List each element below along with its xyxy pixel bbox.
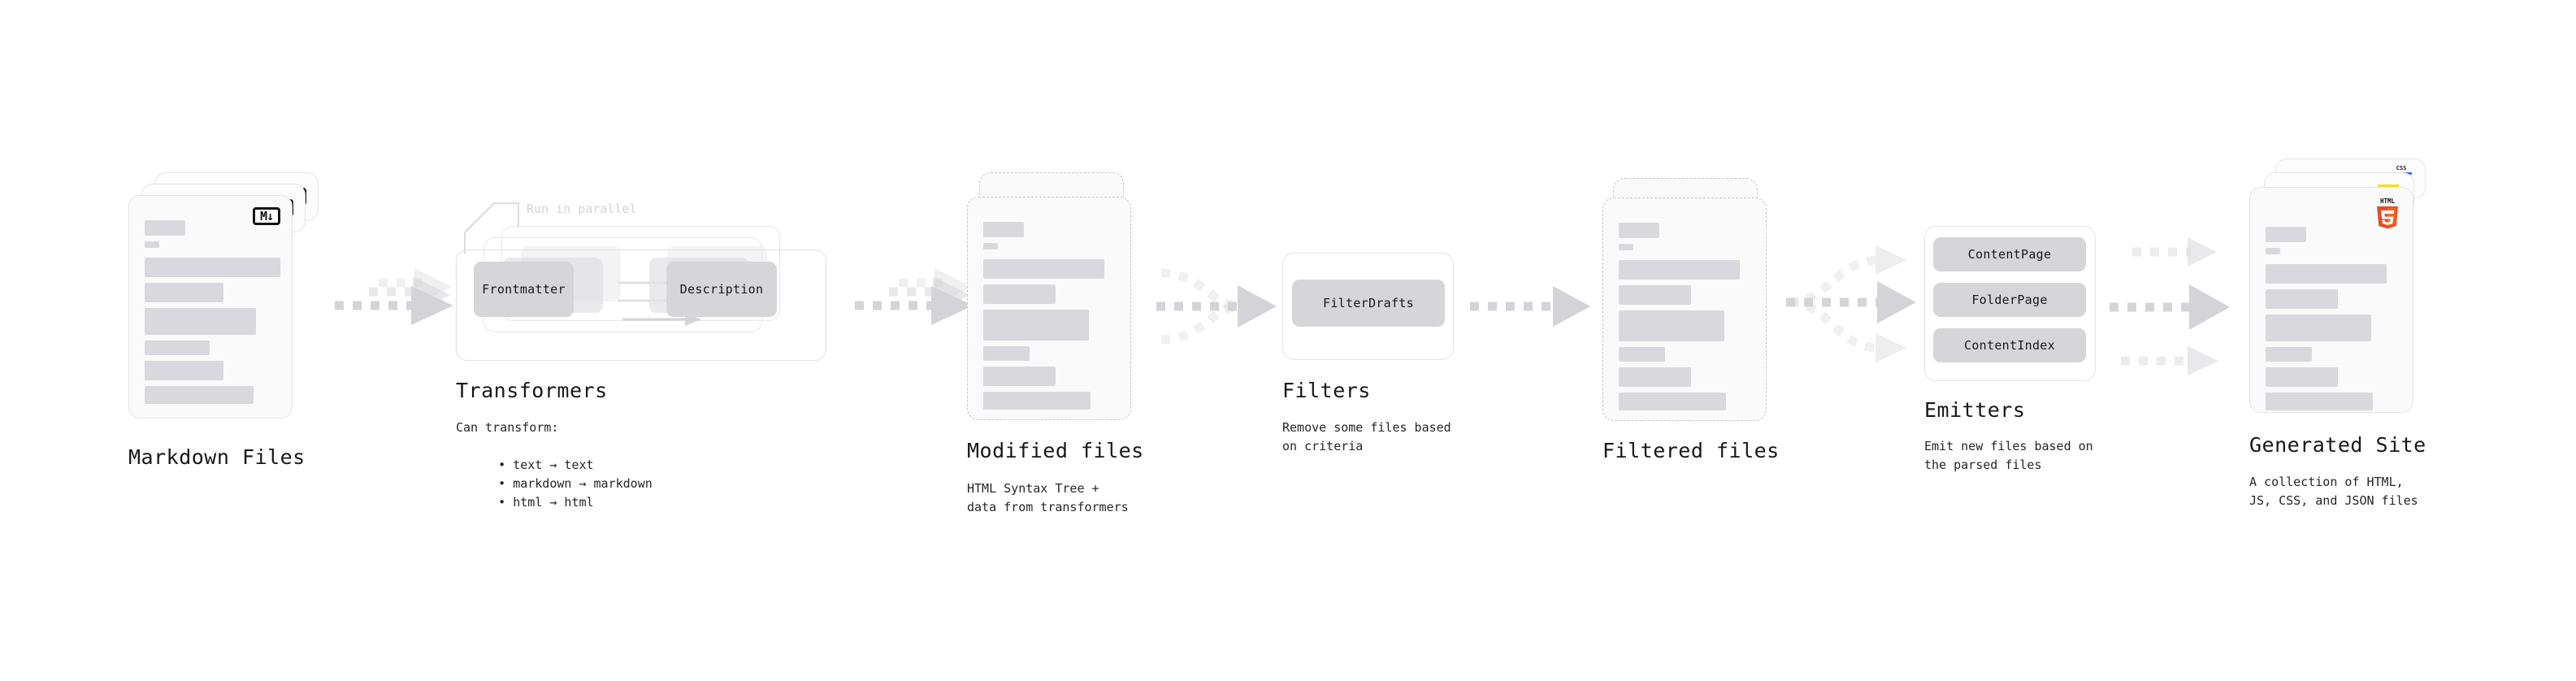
emitters-chip-contentindex[interactable]: ContentIndex <box>1933 328 2086 362</box>
connector-emitters-to-site <box>2110 237 2230 375</box>
markdown-placeholder-lines <box>145 220 280 410</box>
filters-chip-filterdrafts[interactable]: FilterDrafts <box>1292 280 1445 327</box>
modified-files-heading: Modified files <box>967 439 1144 462</box>
filtered-files-heading: Filtered files <box>1602 439 1780 462</box>
connector-filtered-to-emitters <box>1786 245 1916 362</box>
connector-modified-to-filters <box>1156 268 1277 345</box>
modified-files-description: HTML Syntax Tree + data from transformer… <box>967 481 1129 514</box>
site-placeholder-lines <box>2266 227 2401 416</box>
transformers-bullet-0: • text → text <box>498 458 594 472</box>
transformers-bullet-2: • html → html <box>498 495 594 510</box>
emitters-chip-contentpage[interactable]: ContentPage <box>1933 237 2086 271</box>
emitters-description: Emit new files based on the parsed files <box>1924 439 2093 472</box>
transformers-bullet-1: • markdown → markdown <box>498 476 653 491</box>
connector-filters-to-filtered <box>1470 286 1590 327</box>
css-icon-label: CSS <box>2396 165 2407 171</box>
transformers-bullet-2-label: html → html <box>513 495 594 510</box>
transformers-bullet-1-label: markdown → markdown <box>513 476 653 491</box>
run-in-parallel-label: Run in parallel <box>527 202 637 216</box>
generated-site-description: A collection of HTML, JS, CSS, and JSON … <box>2249 475 2418 508</box>
svg-text:HTML: HTML <box>2380 197 2396 205</box>
connector-transformers-to-modified <box>855 268 974 325</box>
connector-md-to-transformers <box>335 268 453 325</box>
modified-placeholder-lines <box>983 222 1119 415</box>
run-in-parallel-bracket <box>464 202 519 254</box>
modified-card-front <box>967 197 1131 420</box>
transformers-description: Can transform: <box>456 420 559 435</box>
filters-panel <box>1282 253 1454 360</box>
transformer-panel-front <box>456 249 826 361</box>
markdown-card-front: M↓ <box>128 195 293 419</box>
markdown-files-heading: Markdown Files <box>128 445 306 469</box>
transformer-chip-description[interactable]: Description <box>666 262 777 317</box>
emitters-heading: Emitters <box>1924 398 2026 422</box>
emitters-panel <box>1924 226 2096 381</box>
filtered-placeholder-lines <box>1619 223 1754 416</box>
filters-heading: Filters <box>1282 379 1371 402</box>
transformer-chip-frontmatter[interactable]: Frontmatter <box>474 262 574 317</box>
transformers-heading: Transformers <box>456 379 608 402</box>
generated-site-heading: Generated Site <box>2249 433 2426 457</box>
transformers-bullet-0-label: text → text <box>513 458 594 472</box>
markdown-badge-front: M↓ <box>253 207 280 225</box>
html5-icon: HTML <box>2377 197 2398 229</box>
filtered-card-front <box>1602 197 1767 421</box>
filters-description: Remove some files based on criteria <box>1282 420 1451 453</box>
site-card-front: HTML <box>2249 187 2413 413</box>
emitters-chip-folderpage[interactable]: FolderPage <box>1933 283 2086 317</box>
